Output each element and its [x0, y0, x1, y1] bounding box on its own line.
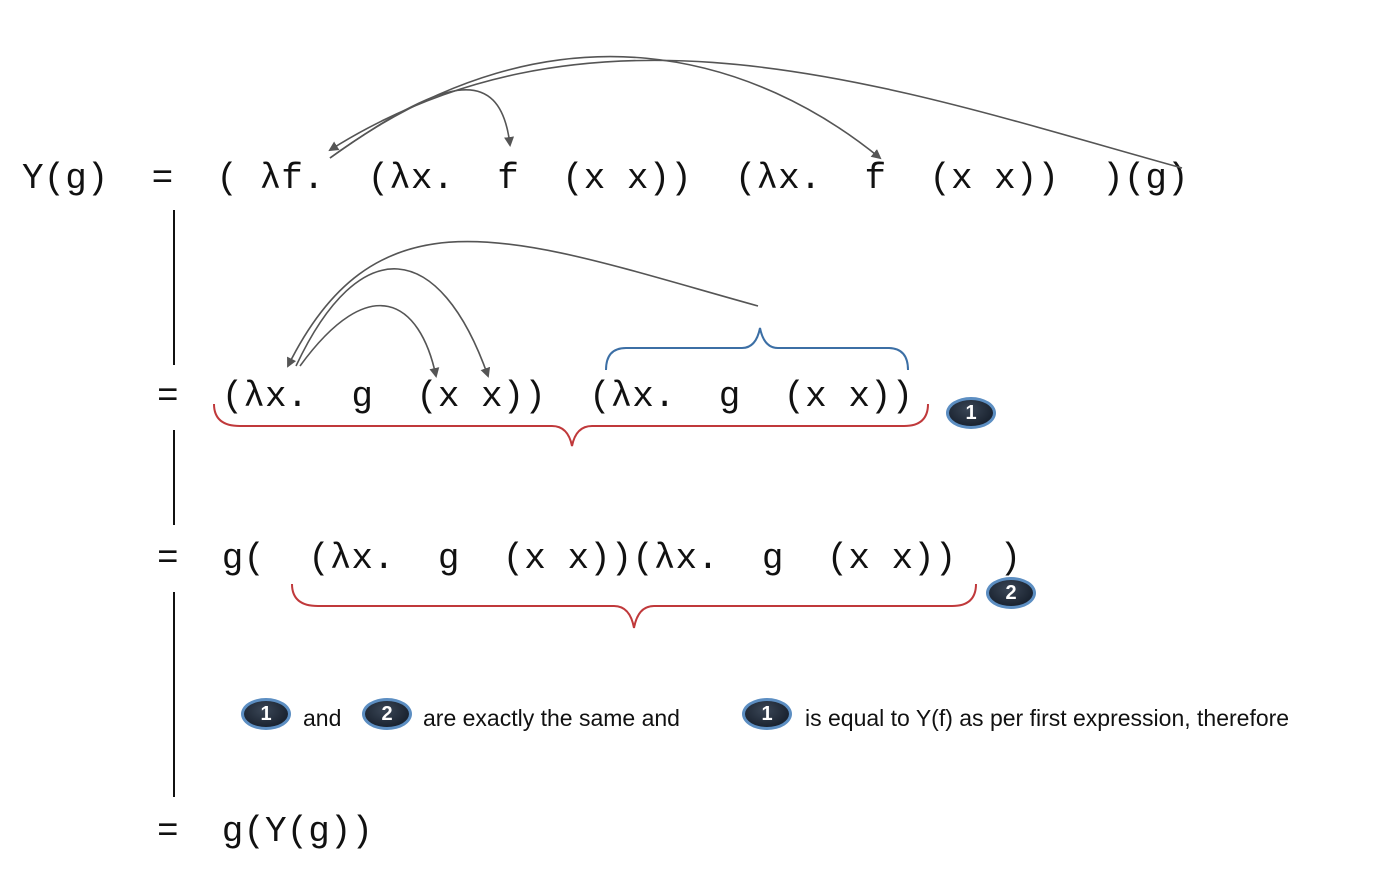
arrow-x-to-first-x: [299, 304, 440, 378]
note-rest: is equal to Y(f) as per first expression…: [805, 705, 1290, 731]
connector-bar: [173, 592, 175, 797]
arrow-x-to-second-x: [295, 268, 491, 378]
blue-brace: [605, 327, 909, 371]
expression-line-3: = g( (λx. g (x x))(λx. g (x x)) ): [157, 538, 1022, 579]
arrow-arg-to-x: [287, 240, 759, 368]
connector-bar: [173, 210, 175, 365]
expression-line-4: = g(Y(g)): [157, 811, 374, 852]
expression-line-2: = (λx. g (x x)) (λx. g (x x)): [157, 376, 914, 417]
note-badge-two: 2: [362, 698, 412, 730]
connector-bar: [173, 430, 175, 525]
expression-line-1: Y(g) = ( λf. (λx. f (x x)) (λx. f (x x))…: [22, 158, 1189, 199]
arrow-f-to-inner-f-1: [329, 89, 515, 159]
badge-two: 2: [986, 577, 1036, 609]
note-badge-one-again: 1: [742, 698, 792, 730]
badge-one: 1: [946, 397, 996, 429]
note-and: and: [303, 705, 342, 731]
note-same: are exactly the same and: [423, 705, 680, 731]
red-brace-1: [213, 403, 929, 447]
arrow-g-to-f: [328, 59, 1183, 169]
note-badge-one: 1: [241, 698, 291, 730]
red-brace-2: [291, 583, 977, 629]
